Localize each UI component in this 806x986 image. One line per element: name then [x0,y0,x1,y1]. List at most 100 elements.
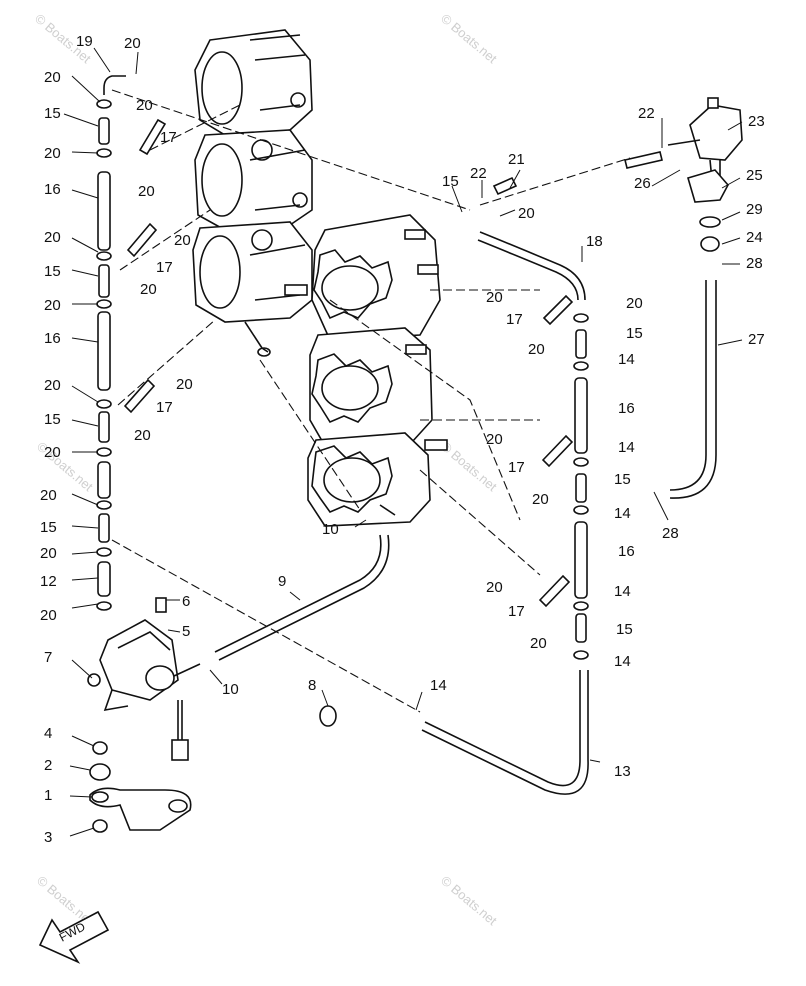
label-28: 28 [746,255,763,272]
label-10: 10 [222,681,239,698]
label-20: 20 [44,377,61,394]
label-22: 22 [638,105,655,122]
label-17: 17 [156,259,173,276]
hose-short [97,461,111,499]
leader-lines [63,47,743,837]
label-20: 20 [124,35,141,52]
label-15: 15 [44,263,61,280]
label-20: 20 [486,289,503,306]
label-14: 14 [618,439,635,456]
watermark-tr: © Boats.net [438,11,500,67]
collar-3 [92,819,108,833]
hose-16-b [97,311,111,391]
label-25: 25 [746,167,763,184]
grommet-2 [89,763,111,781]
label-17: 17 [508,459,525,476]
label-14: 14 [618,351,635,368]
label-20: 20 [486,431,503,448]
label-4: 4 [44,725,52,742]
watermark-br: © Boats.net [438,873,500,929]
right-hose-chain [477,231,589,660]
label-20: 20 [44,145,61,162]
label-20: 20 [626,295,643,312]
label-20: 20 [532,491,549,508]
label-3: 3 [44,829,52,846]
bracket-1 [89,787,192,831]
label-16: 16 [618,543,635,560]
label-15: 15 [616,621,633,638]
label-19: 19 [76,33,93,50]
bracket-25 [687,169,729,203]
joint-15-a [98,117,110,145]
label-20: 20 [486,579,503,596]
labels: 19 20 20 15 20 16 20 15 20 16 20 15 20 2… [40,33,765,846]
nut-24 [700,236,720,252]
label-20: 20 [40,487,57,504]
label-20: 20 [40,545,57,562]
label-2: 2 [44,757,52,774]
clip-8 [319,705,337,727]
label-24: 24 [746,229,763,246]
hose-19 [103,75,126,95]
label-20: 20 [40,607,57,624]
label-9: 9 [278,573,286,590]
label-28: 28 [662,525,679,542]
label-26: 26 [634,175,651,192]
label-7: 7 [44,649,52,666]
washer-29 [699,216,721,228]
pressure-regulator-23 [667,97,743,181]
hose-18 [479,231,586,301]
label-17: 17 [160,129,177,146]
joint-15-c [98,411,110,443]
label-15: 15 [44,105,61,122]
label-5: 5 [182,623,190,640]
label-16: 16 [618,400,635,417]
label-18: 18 [586,233,603,250]
label-20: 20 [530,635,547,652]
label-8: 8 [308,677,316,694]
label-27: 27 [748,331,765,348]
label-14: 14 [614,583,631,600]
label-29: 29 [746,201,763,218]
label-15: 15 [442,173,459,190]
label-14: 14 [430,677,447,694]
label-20: 20 [176,376,193,393]
carburetor-lower-stack [307,214,448,527]
label-20: 20 [44,297,61,314]
label-14: 14 [614,505,631,522]
fwd-arrow: FWD [38,910,110,964]
label-6: 6 [182,593,190,610]
fuel-pump-5 [99,597,201,761]
hose-16-d [574,521,588,599]
breather-hoses-17 [123,118,663,608]
label-20: 20 [140,281,157,298]
joint-15-d [98,513,110,543]
label-23: 23 [748,113,765,130]
label-21: 21 [508,151,525,168]
label-20: 20 [136,97,153,114]
label-1: 1 [44,787,52,804]
label-17: 17 [156,399,173,416]
label-20: 20 [44,69,61,86]
label-20: 20 [44,444,61,461]
label-15: 15 [626,325,643,342]
label-15: 15 [40,519,57,536]
left-hose-chain [96,75,126,611]
label-17: 17 [506,311,523,328]
collar-4 [92,741,108,755]
hose-13 [424,670,581,787]
label-20: 20 [134,427,151,444]
hose-9 [214,534,382,653]
label-12: 12 [40,573,57,590]
joint-15-b [98,264,110,298]
label-15: 15 [44,411,61,428]
hose-27 [669,280,707,491]
label-16: 16 [44,330,61,347]
hose-16-c [574,377,588,454]
label-16: 16 [44,181,61,198]
label-20: 20 [174,232,191,249]
hose-12 [97,561,111,597]
label-14: 14 [614,653,631,670]
